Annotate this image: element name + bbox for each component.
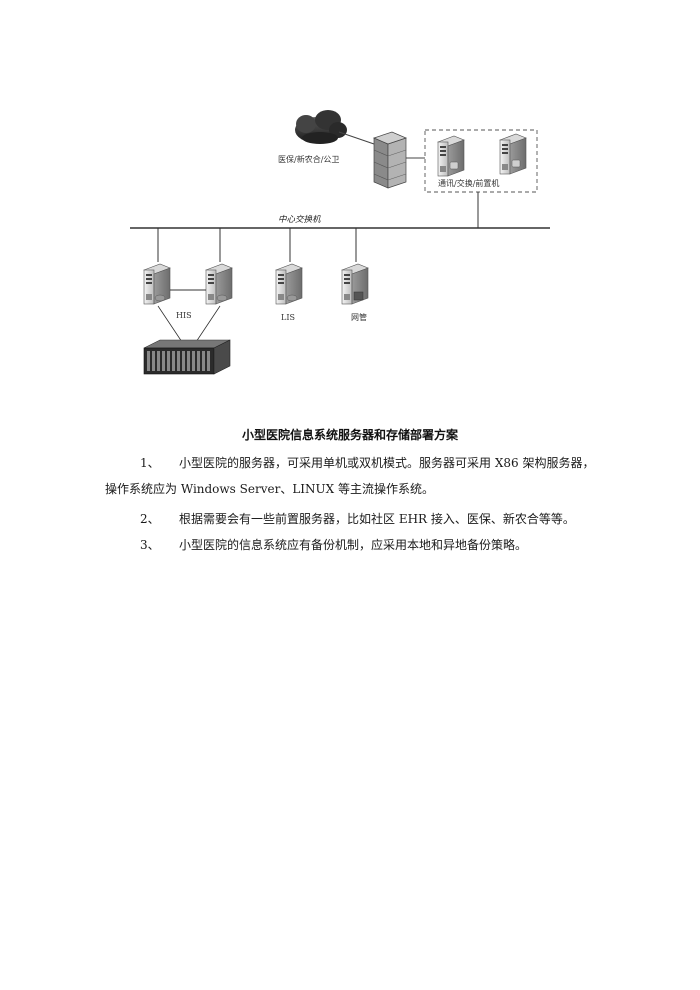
front-server-group-box	[424, 129, 538, 193]
list-item-1-number: 1、	[140, 456, 160, 470]
front-group-label: 通讯/交换/前置机	[438, 178, 499, 188]
lis-label: LIS	[281, 313, 295, 322]
list-item-2-number: 2、	[140, 512, 160, 526]
his-server-2-icon	[205, 263, 233, 305]
diagram-caption: 小型医院信息系统服务器和存储部署方案	[241, 428, 458, 442]
list-item-2: 2、 根据需要会有一些前置服务器，比如社区 EHR 接入、医保、新农合等等。	[105, 506, 610, 532]
list-item-1-text: 小型医院的服务器，可采用单机或双机模式。服务器可采用 X86 架构服务器，	[179, 456, 595, 470]
network-diagram: 中心交换机 医保/新农合/公卫	[120, 100, 560, 400]
firewall-icon	[373, 131, 407, 189]
front-server-2-icon	[499, 133, 527, 175]
lis-server-icon	[275, 263, 303, 305]
storage-array-icon	[143, 339, 231, 375]
his-label: HIS	[176, 311, 192, 320]
list-item-1-continuation: 操作系统应为 Windows Server、LINUX 等主流操作系统。	[105, 482, 435, 496]
network-management-server-icon	[341, 263, 369, 305]
list-item-2-text: 根据需要会有一些前置服务器，比如社区 EHR 接入、医保、新农合等等。	[179, 512, 575, 526]
front-server-1-icon	[437, 135, 465, 177]
switch-label: 中心交换机	[278, 214, 321, 225]
network-management-label: 网管	[351, 312, 367, 322]
list-item-3-text: 小型医院的信息系统应有备份机制，应采用本地和异地备份策略。	[179, 538, 528, 552]
list-item-3-number: 3、	[140, 538, 160, 552]
his-server-1-icon	[143, 263, 171, 305]
cloud-icon	[295, 110, 347, 144]
list-item-3: 3、 小型医院的信息系统应有备份机制，应采用本地和异地备份策略。	[105, 532, 610, 558]
cloud-label: 医保/新农合/公卫	[278, 154, 339, 164]
list-item-1: 1、小型医院的服务器，可采用单机或双机模式。服务器可采用 X86 架构服务器， …	[105, 450, 610, 502]
